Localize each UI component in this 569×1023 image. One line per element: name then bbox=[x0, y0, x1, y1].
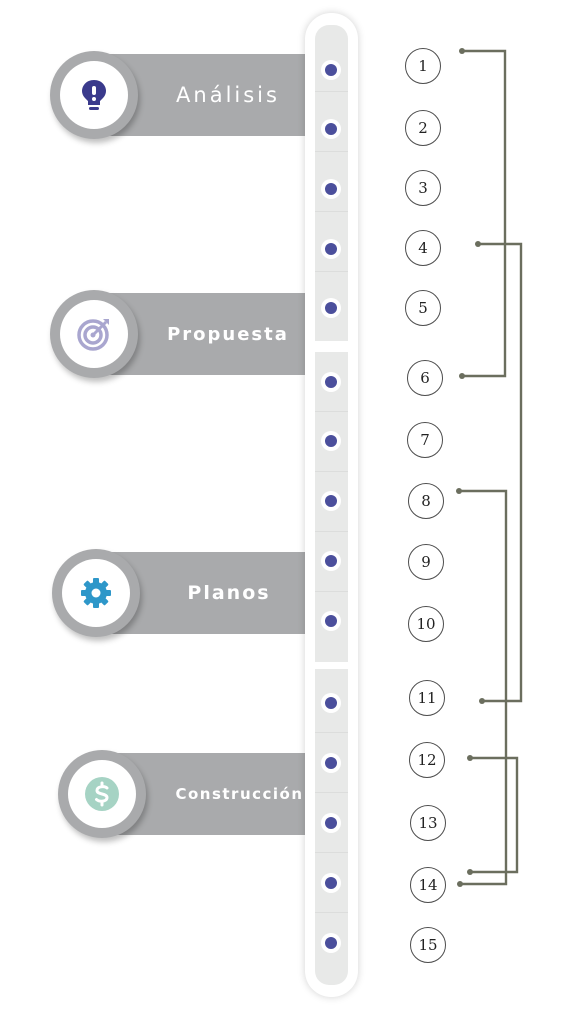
link-bracket bbox=[470, 756, 519, 874]
timeline-dot bbox=[325, 64, 337, 76]
step-circle: 4 bbox=[405, 230, 441, 266]
timeline-dot bbox=[325, 615, 337, 627]
link-endpoint bbox=[457, 881, 463, 887]
step-circle: 10 bbox=[408, 606, 444, 642]
step-circle: 7 bbox=[407, 422, 443, 458]
step-circle: 6 bbox=[407, 360, 443, 396]
step-circle: 3 bbox=[405, 170, 441, 206]
phase-banner: Propuesta bbox=[95, 293, 306, 375]
link-endpoint bbox=[459, 373, 465, 379]
timeline-dot bbox=[325, 697, 337, 709]
phase-label: Construcción bbox=[175, 785, 304, 803]
timeline-slot bbox=[315, 673, 348, 733]
step-circle: 14 bbox=[410, 867, 446, 903]
phase-badge bbox=[58, 750, 146, 838]
link-endpoint bbox=[459, 48, 465, 54]
target-icon bbox=[77, 319, 109, 351]
timeline-slot bbox=[315, 352, 348, 412]
phase-badge bbox=[52, 549, 140, 637]
step-circle: 15 bbox=[410, 927, 446, 963]
link-endpoint bbox=[479, 698, 485, 704]
timeline-slot bbox=[315, 733, 348, 793]
timeline-dot bbox=[325, 495, 337, 507]
timeline-dot bbox=[325, 435, 337, 447]
phase-construccion: Construcción bbox=[58, 750, 306, 838]
phase-label: Propuesta bbox=[167, 323, 289, 345]
link-endpoint bbox=[475, 241, 481, 247]
lightbulb-icon bbox=[82, 80, 106, 110]
step-circle: 2 bbox=[405, 110, 441, 146]
gear-icon bbox=[81, 578, 111, 608]
step-circle: 12 bbox=[409, 742, 445, 778]
timeline-dot bbox=[325, 123, 337, 135]
timeline-slot bbox=[315, 412, 348, 472]
timeline-slot bbox=[315, 472, 348, 532]
track-segment bbox=[315, 352, 348, 662]
link-endpoint bbox=[467, 869, 473, 875]
timeline-dot bbox=[325, 302, 337, 314]
step-circle: 8 bbox=[408, 483, 444, 519]
link-endpoint bbox=[456, 488, 462, 494]
timeline-dot bbox=[325, 555, 337, 567]
phase-label: Planos bbox=[187, 582, 271, 604]
timeline-dot bbox=[325, 183, 337, 195]
dollar-icon bbox=[85, 777, 119, 811]
timeline-slot bbox=[315, 32, 348, 92]
timeline-slot bbox=[315, 212, 348, 272]
timeline-slot bbox=[315, 793, 348, 853]
phase-propuesta: Propuesta bbox=[50, 290, 306, 378]
timeline-dot bbox=[325, 376, 337, 388]
link-bracket bbox=[459, 489, 508, 886]
step-circle: 5 bbox=[405, 290, 441, 326]
timeline-dot bbox=[325, 817, 337, 829]
phase-label: Análisis bbox=[176, 83, 280, 107]
timeline-slot bbox=[315, 92, 348, 152]
timeline-dot bbox=[325, 757, 337, 769]
timeline-dot bbox=[325, 243, 337, 255]
step-circle: 1 bbox=[405, 48, 441, 84]
timeline-dot bbox=[325, 877, 337, 889]
phase-analisis: Análisis bbox=[50, 51, 306, 139]
timeline-slot bbox=[315, 532, 348, 592]
link-bracket bbox=[478, 242, 523, 703]
step-circle: 9 bbox=[408, 544, 444, 580]
timeline-slot bbox=[315, 152, 348, 212]
link-endpoint bbox=[467, 755, 473, 761]
phase-planos: Planos bbox=[52, 549, 306, 637]
phase-badge bbox=[50, 290, 138, 378]
step-circle: 13 bbox=[410, 805, 446, 841]
timeline-dot bbox=[325, 937, 337, 949]
timeline-slot bbox=[315, 853, 348, 913]
phase-badge bbox=[50, 51, 138, 139]
link-bracket bbox=[462, 49, 507, 378]
step-circle: 11 bbox=[409, 680, 445, 716]
